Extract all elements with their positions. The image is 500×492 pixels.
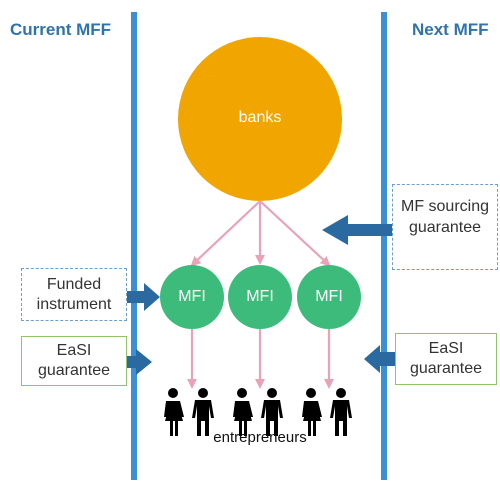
input-arrow-easi-right <box>364 345 396 373</box>
banks-label: banks <box>238 109 282 126</box>
easi-guarantee-right-box: EaSI guarantee <box>395 333 497 385</box>
banks-node <box>178 37 342 201</box>
person-woman-icon <box>164 388 184 436</box>
mf-sourcing-guarantee-box: MF sourcing guarantee <box>392 184 498 270</box>
flow-arrow-banks-mfi-1 <box>190 200 261 267</box>
input-arrow-easi-left <box>118 349 152 375</box>
mfi-label-1: MFI <box>178 288 206 305</box>
mfi-label-3: MFI <box>315 288 343 305</box>
input-arrow-funded-instrument <box>118 283 160 311</box>
mfi-label-2: MFI <box>246 288 274 305</box>
entrepreneurs-icons <box>164 388 352 436</box>
flow-arrow-banks-mfi-3 <box>259 200 331 267</box>
mfi-node-2 <box>228 265 292 329</box>
next-mff-divider <box>381 12 387 480</box>
person-woman-icon <box>233 388 253 436</box>
entrepreneurs-label: entrepreneurs <box>213 429 307 446</box>
easi-guarantee-left-box: EaSI guarantee <box>21 336 127 386</box>
current-mff-title: Current MFF <box>10 20 112 39</box>
person-man-icon <box>261 388 283 436</box>
mfi-node-1 <box>160 265 224 329</box>
person-man-icon <box>192 388 214 436</box>
person-woman-icon <box>302 388 322 436</box>
input-arrow-mf-sourcing <box>322 215 392 245</box>
mfi-node-3 <box>297 265 361 329</box>
funded-instrument-box: Funded instrument <box>21 268 127 321</box>
next-mff-title: Next MFF <box>412 20 489 39</box>
current-mff-divider <box>131 12 137 480</box>
person-man-icon <box>330 388 352 436</box>
